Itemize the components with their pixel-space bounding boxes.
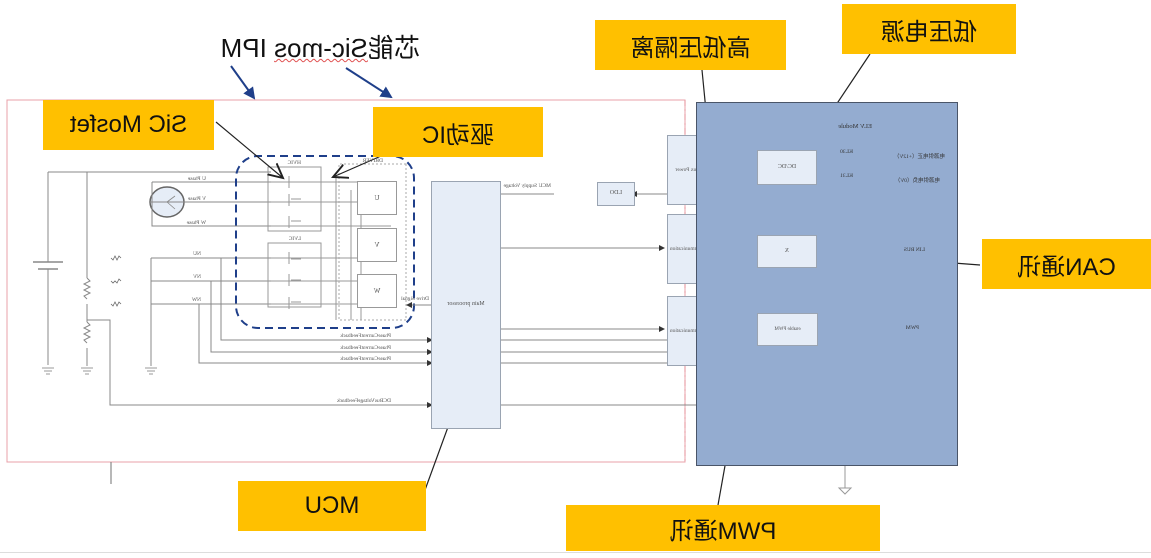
title-brand: Sic-mos (274, 33, 368, 63)
pwm-input-label: PWM (905, 325, 919, 331)
motor-phase-label: V Phase (187, 196, 206, 202)
ipm-group-outline (235, 155, 415, 329)
motor-icon (149, 186, 185, 218)
title-arrow-right (345, 67, 393, 99)
leader-sic-mosfet (215, 121, 283, 178)
elv-module-title: ELV Module (838, 123, 872, 130)
lvic-label: LVIC (288, 236, 301, 242)
driver-channel-u: U (357, 181, 397, 215)
callout-mcu-label: MCU (304, 492, 360, 519)
driver-label: DRIVER (362, 158, 383, 164)
leader-driver-ic (333, 155, 382, 177)
dc-bus-feedback-label: DCBusVoltageFeedback (337, 398, 391, 404)
motor-phase-label: W Phase (186, 220, 206, 226)
driver-group-outline (338, 163, 407, 321)
ground-symbols (42, 367, 157, 375)
hvic-label: HVIC (287, 160, 301, 166)
callout-lv-power: 低压电源 (842, 4, 1016, 54)
power-switch-matrix (267, 166, 391, 320)
callout-pwm-communication-label: PWM通讯 (669, 517, 777, 545)
motor-phase-label: U Phase (187, 176, 206, 182)
main-processor: Main processor (431, 181, 501, 429)
callout-sic-mosfet: SiC Mosfet (43, 100, 214, 150)
kl30-label: KL30 (840, 149, 853, 155)
supply-negative-label: 电源供电负（0V） (894, 178, 940, 184)
feedback-label: PhaseCurrentFeedback (340, 345, 391, 351)
callout-pwm-communication: PWM通讯 (566, 505, 880, 551)
callout-driver-ic-label: 驱动IC (422, 121, 494, 149)
callout-mcu: MCU (238, 481, 426, 531)
page-title: 芯能Sic-mos IPM (221, 28, 420, 65)
driver-channel-w: W (357, 274, 397, 308)
dcdc-block: DC/DC (757, 150, 817, 185)
callout-can-communication-label: CAN通讯 (1017, 253, 1116, 281)
drive-signal-label: Drive Signal (401, 296, 429, 302)
shunt-label: NV (193, 274, 201, 280)
pwm-block: enable PWM (757, 313, 818, 346)
lin-bus-label: LIN BUS (903, 247, 925, 253)
lin-transceiver-block: X (757, 235, 817, 268)
mcu-supply-label: MCU Supply Voltage (503, 183, 551, 189)
shunt-label: NU (193, 251, 201, 257)
title-prefix: 芯能 (367, 33, 420, 63)
kl31-label: KL31 (840, 173, 853, 179)
callout-driver-ic: 驱动IC (373, 107, 543, 157)
feedback-label: PhaseCurrentFeedback (340, 356, 391, 362)
callout-hv-lv-isolation: 高低压隔离 (595, 20, 786, 70)
title-suffix: IPM (220, 33, 275, 63)
ldo-block: LDO (597, 182, 635, 206)
bottom-divider (0, 552, 1151, 553)
callout-can-communication: CAN通讯 (982, 239, 1151, 289)
feedback-label: PhaseCurrentFeedback (340, 333, 391, 339)
callout-lv-power-label: 低压电源 (881, 18, 977, 46)
callout-hv-lv-isolation-label: 高低压隔离 (630, 34, 751, 62)
supply-positive-label: 电源供电正（+12V） (893, 154, 945, 160)
title-arrow-left (230, 65, 256, 100)
driver-channel-v: V (357, 228, 397, 262)
callout-sic-mosfet-label: SiC Mosfet (69, 111, 188, 138)
shunt-label: NW (191, 297, 201, 303)
